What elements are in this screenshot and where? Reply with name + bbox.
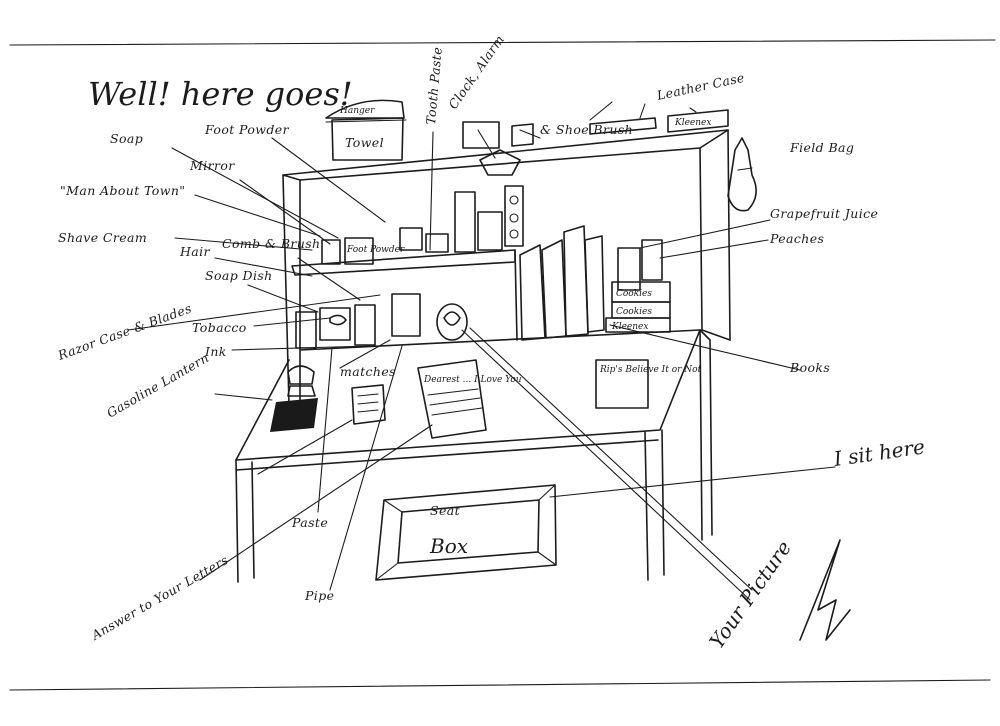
label-field-bag: Field Bag	[789, 140, 854, 155]
label-shave-cream: Shave Cream	[58, 230, 147, 245]
vmail-letter	[351, 384, 386, 425]
box-label: Box	[429, 534, 468, 558]
ripley-text: Rip's Believe It or Not	[599, 365, 702, 375]
label-peaches: Peaches	[769, 231, 824, 246]
label-soap-dish: Soap Dish	[205, 268, 273, 283]
shelving-unit	[282, 129, 731, 406]
kleenex-shelf-label: Kleenex	[611, 322, 648, 332]
label-tooth-paste: Tooth Paste	[423, 46, 445, 125]
hanger-label: Hanger	[339, 106, 375, 116]
label-comb-brush: Comb & Brush	[222, 236, 321, 251]
label-matches: matches	[340, 364, 396, 379]
answer-letter: Dearest ... I Love You	[417, 359, 522, 439]
label-foot-powder: Foot Powder	[204, 122, 290, 137]
sketch-heading: Well! here goes!	[88, 75, 353, 113]
signature	[799, 539, 851, 641]
label-tobacco: Tobacco	[192, 320, 247, 335]
label-man-about-town: "Man About Town"	[60, 183, 185, 198]
books	[519, 225, 605, 341]
seat-label: Seat	[430, 503, 461, 518]
kleenex-top-box	[667, 109, 729, 133]
cookies-label-1: Cookies	[616, 289, 652, 299]
label-i-sit-here: I sit here	[831, 434, 926, 471]
paper-edge	[9, 39, 996, 691]
label-razor-case: Razor Case & Blades	[55, 300, 194, 363]
ripley-sign: Rip's Believe It or Not	[595, 359, 702, 409]
label-answer-letters: Answer to Your Letters	[88, 552, 231, 643]
leader-lines	[127, 101, 836, 601]
towel-label: Towel	[345, 135, 384, 150]
upper-shelf-items: Foot Powder	[321, 149, 524, 265]
towel-hanger: Hanger Towel	[325, 99, 407, 161]
lower-shelf-items	[295, 293, 468, 349]
label-hair: Hair	[179, 244, 211, 259]
label-soap: Soap	[110, 131, 143, 146]
kleenex-top-text: Kleenex	[674, 118, 711, 128]
gasoline-lantern	[270, 365, 318, 432]
cans-stack: Cookies Cookies Kleenex	[605, 239, 671, 333]
table	[235, 329, 713, 583]
label-mirror: Mirror	[189, 158, 235, 173]
tooth-paste-box	[462, 121, 500, 149]
shoe-brush	[589, 117, 657, 135]
label-leather-case: Leather Case	[655, 70, 746, 103]
clock-box	[511, 123, 534, 147]
cookies-label-2: Cookies	[616, 307, 652, 317]
label-shoe-brush: & Shoe Brush	[540, 122, 633, 137]
label-grapefruit-juice: Grapefruit Juice	[770, 206, 878, 221]
foot-powder-box-label: Foot Powder	[346, 245, 405, 255]
label-ink: Ink	[204, 344, 227, 359]
seat-box: Seat Box	[375, 484, 557, 581]
label-your-picture: Your Picture	[704, 536, 796, 653]
label-books: Books	[789, 360, 830, 375]
label-gasoline-lantern: Gasoline Lantern	[104, 350, 211, 421]
label-pipe: Pipe	[304, 588, 334, 603]
label-clock-alarm: Clock, Alarm	[445, 32, 507, 112]
field-bag	[727, 137, 757, 212]
letter-text: Dearest ... I Love You	[423, 375, 522, 385]
label-paste: Paste	[291, 515, 328, 530]
